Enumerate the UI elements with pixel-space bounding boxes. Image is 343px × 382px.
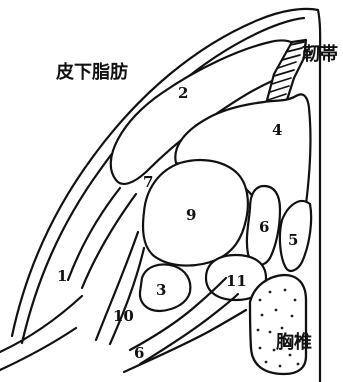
label-region-10: 10 bbox=[113, 307, 134, 325]
label-thoracic-vertebra: 胸椎 bbox=[276, 331, 312, 353]
label-region-2: 2 bbox=[178, 84, 188, 102]
label-region-3: 3 bbox=[156, 281, 166, 299]
label-region-5: 5 bbox=[288, 231, 298, 249]
label-region-11: 11 bbox=[226, 272, 247, 290]
label-region-8: 6 bbox=[259, 218, 269, 236]
fascia-line-7-left bbox=[68, 188, 120, 280]
thoracic-vertebra-region bbox=[250, 275, 306, 374]
fascia-line-7-right bbox=[82, 194, 136, 288]
label-region-6-lower: 6 bbox=[134, 344, 144, 362]
lower-left-contour-outer bbox=[0, 296, 82, 352]
label-region-4: 4 bbox=[272, 121, 282, 139]
region-6-lower-line-c bbox=[124, 310, 246, 372]
label-region-1: 1 bbox=[57, 267, 67, 285]
label-region-9: 9 bbox=[186, 206, 196, 224]
label-subcutaneous-fat: 皮下脂肪 bbox=[56, 61, 128, 83]
label-ligament: 靭帯 bbox=[302, 43, 338, 65]
label-region-7: 7 bbox=[143, 173, 153, 191]
